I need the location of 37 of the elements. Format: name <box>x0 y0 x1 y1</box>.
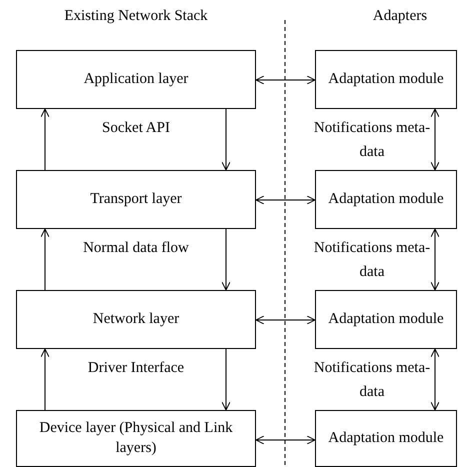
box-label: Adaptation module <box>328 310 444 329</box>
arrow <box>430 108 440 170</box>
arrow <box>40 348 50 410</box>
box-label: Device layer (Physical and Link layers) <box>38 419 234 458</box>
box-label: Adaptation module <box>328 70 444 89</box>
box-label: Adaptation module <box>328 428 444 448</box>
arrow <box>222 348 230 410</box>
arrow <box>256 436 316 444</box>
box-label: Transport layer <box>90 190 182 209</box>
arrow <box>256 196 316 204</box>
interface-label: Notifications meta-data <box>312 239 432 282</box>
interface-label: Driver Interface <box>86 359 186 378</box>
arrow <box>256 316 316 324</box>
layer-box <box>16 290 256 349</box>
layer-box <box>16 410 256 467</box>
arrow <box>430 348 440 410</box>
module-box <box>315 50 457 109</box>
interface-label: Normal data flow <box>82 239 190 258</box>
module-box <box>315 290 457 349</box>
arrow <box>40 108 50 170</box>
box-label: Adaptation module <box>328 190 444 209</box>
arrow <box>430 228 440 290</box>
arrow <box>222 228 230 290</box>
arrow <box>222 108 230 170</box>
interface-label: Notifications meta-data <box>312 119 432 162</box>
module-box <box>315 410 457 467</box>
interface-label: Socket API <box>101 119 171 138</box>
arrow <box>256 76 316 84</box>
layer-box <box>16 50 256 109</box>
column-heading: Adapters <box>372 7 428 26</box>
column-heading: Existing Network Stack <box>63 7 209 26</box>
interface-label: Notifications meta-data <box>312 359 432 402</box>
box-label: Network layer <box>92 310 180 329</box>
box-label: Application layer <box>84 70 188 89</box>
layer-box <box>16 170 256 229</box>
arrow <box>40 228 50 290</box>
module-box <box>315 170 457 229</box>
